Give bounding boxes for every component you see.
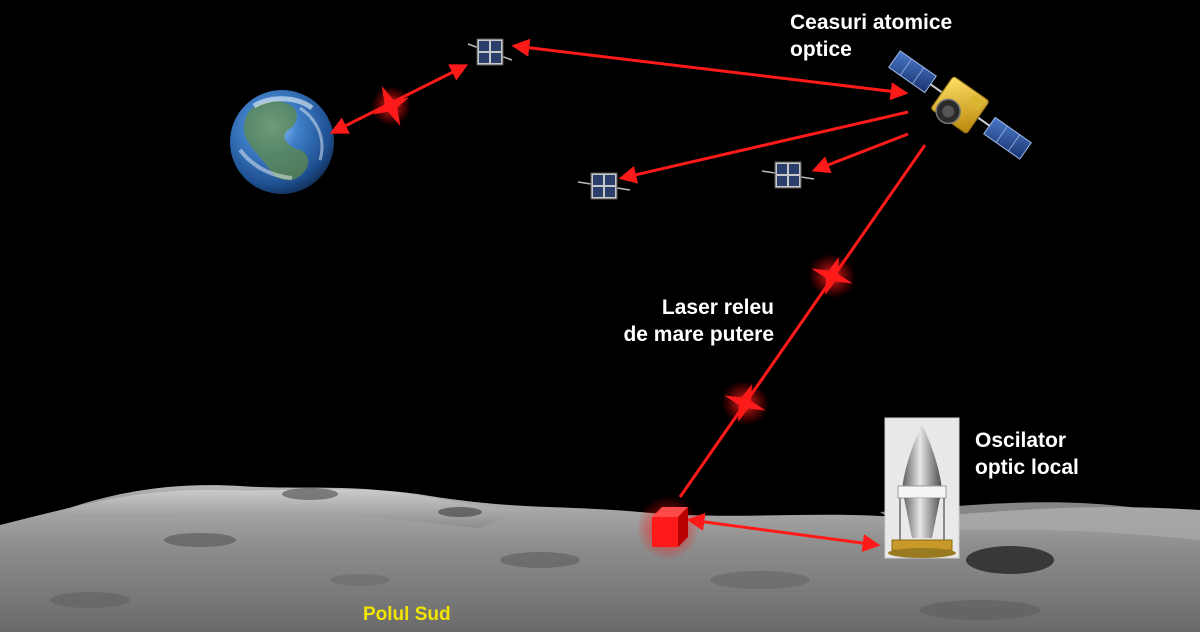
laser-relay-label: Laser releu de mare putere xyxy=(606,294,774,348)
laser-link-satellite-surface xyxy=(678,144,927,498)
oscillator-icon xyxy=(884,417,960,559)
south-pole-label: Polul Sud xyxy=(363,604,451,625)
cubesat-icon xyxy=(577,172,631,200)
lunar-surface xyxy=(0,485,1200,632)
laser-burst-lower xyxy=(721,380,769,426)
laser-relay-label-line1: Laser releu xyxy=(661,296,774,319)
laser-link-satellite-cubesat3 xyxy=(811,132,909,174)
earth-icon xyxy=(230,90,334,194)
laser-link-satellite-cubesat2 xyxy=(618,110,909,184)
laser-link-cubesat-satellite xyxy=(511,38,909,101)
satellite-icon xyxy=(888,50,1032,160)
cubesat-icon xyxy=(467,38,513,66)
oscillator-label-line1: Oscilator xyxy=(975,429,1067,452)
cubesat-icon xyxy=(761,161,815,189)
atomic-clocks-label-line2: optice xyxy=(790,38,852,61)
atomic-clocks-label: Ceasuri atomice optice xyxy=(790,9,952,63)
atomic-clocks-label-line1: Ceasuri atomice xyxy=(790,11,953,34)
laser-relay-label-line2: de mare putere xyxy=(623,323,774,346)
laser-burst-upper xyxy=(808,253,856,299)
oscillator-label-line2: optic local xyxy=(975,456,1079,479)
relay-cube-icon xyxy=(636,496,700,560)
laser-burst-earth xyxy=(371,86,411,126)
oscillator-label: Oscilator optic local xyxy=(975,427,1079,481)
laser-link-surface-oscillator xyxy=(686,512,881,553)
